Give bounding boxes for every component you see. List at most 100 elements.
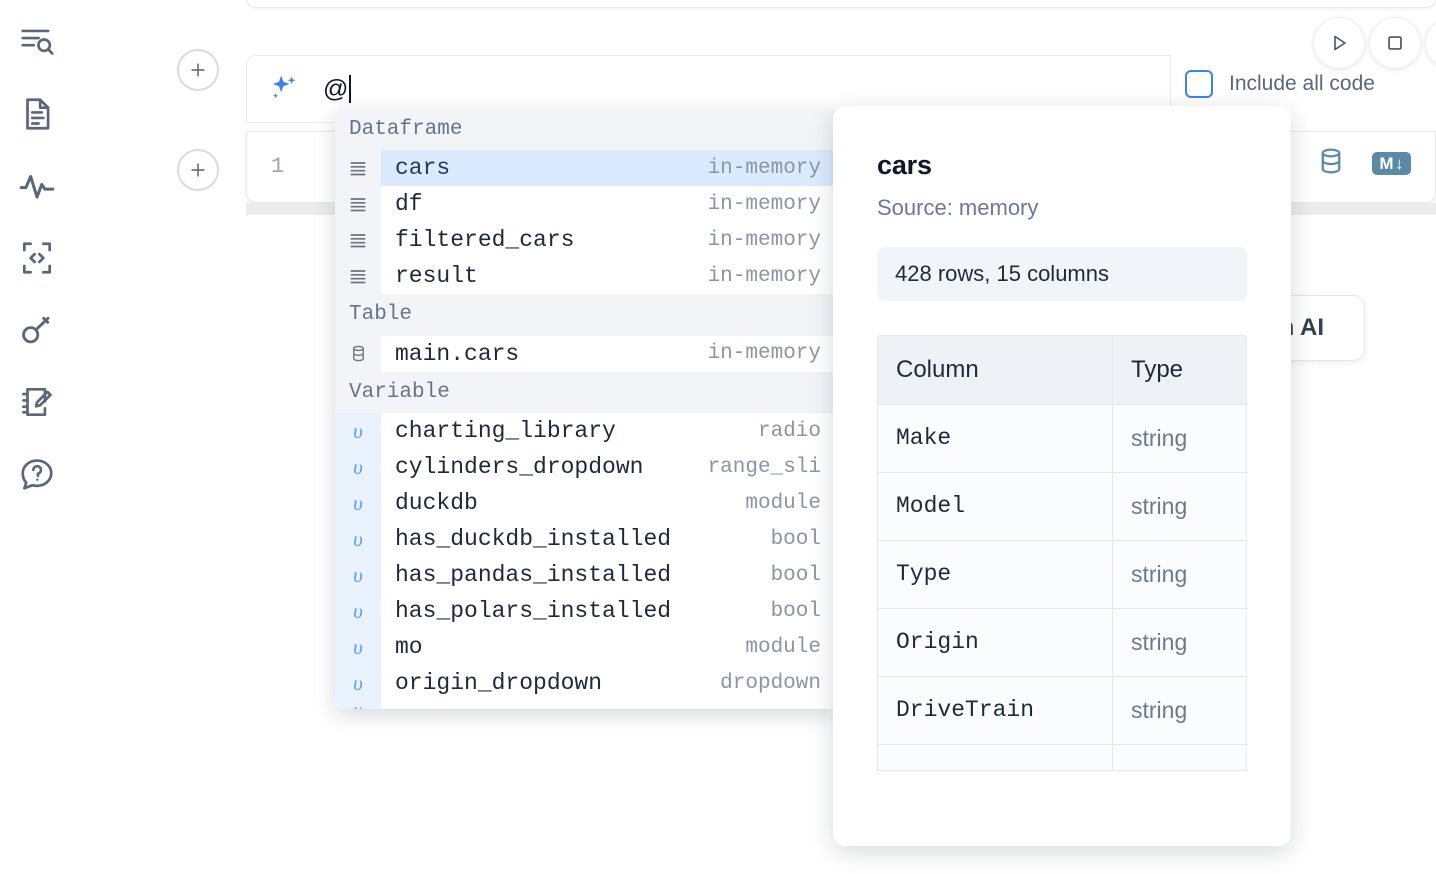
autocomplete-item-type: bool (770, 527, 821, 551)
variable-icon: υ (335, 629, 381, 666)
variable-icon: υ (335, 593, 381, 630)
autocomplete-item-partial[interactable]: υ (335, 701, 835, 709)
dataframe-rows-icon (335, 258, 381, 295)
doc-title: cars (877, 150, 932, 180)
explore-search-icon[interactable] (11, 16, 63, 68)
secrets-key-icon[interactable] (11, 304, 63, 356)
doc-column-name: Model (878, 473, 1113, 540)
doc-column-name: Origin (878, 609, 1113, 676)
autocomplete-item-type: module (745, 635, 821, 659)
text-caret (349, 75, 352, 103)
autocomplete-item[interactable]: cars in-memory (335, 150, 835, 187)
activity-pulse-icon[interactable] (11, 160, 63, 212)
autocomplete-item[interactable]: result in-memory (335, 258, 835, 295)
autocomplete-group-header: Variable (335, 371, 835, 414)
autocomplete-item-name: duckdb (395, 490, 478, 517)
dataframe-rows-icon (335, 186, 381, 223)
previous-cell (246, 0, 1436, 8)
autocomplete-item-type (808, 701, 835, 709)
doc-table-row: Model string (878, 473, 1246, 541)
doc-column-type: string (1131, 561, 1188, 587)
variable-icon: υ (335, 557, 381, 594)
autocomplete-item-type: dropdown (720, 671, 821, 695)
doc-column-type (1113, 745, 1246, 770)
doc-column-type: string (1131, 493, 1188, 519)
stop-button[interactable] (1369, 17, 1421, 69)
doc-column-type: string (1131, 697, 1188, 723)
doc-table-row: Type string (878, 541, 1246, 609)
dataframe-rows-icon (335, 222, 381, 259)
scratchpad-edit-icon[interactable] (11, 376, 63, 428)
add-cell-button-bottom[interactable] (177, 149, 219, 191)
autocomplete-item-name: mo (395, 634, 423, 661)
doc-column-name: Make (878, 405, 1113, 472)
variable-icon: υ (335, 521, 381, 558)
variable-icon: υ (335, 665, 381, 702)
variable-icon: υ (335, 449, 381, 486)
dataframe-rows-icon (335, 150, 381, 187)
autocomplete-item[interactable]: υ origin_dropdown dropdown (335, 665, 835, 702)
doc-table-row-partial (878, 745, 1246, 771)
help-chat-icon[interactable] (11, 448, 63, 500)
autocomplete-item-name: charting_library (395, 418, 616, 445)
ai-prompt-input[interactable]: @ (323, 75, 1170, 104)
autocomplete-item[interactable]: υ has_polars_installed bool (335, 593, 835, 630)
include-all-code-row[interactable]: Include all code (1185, 70, 1375, 98)
autocomplete-item-type: range_sli (707, 455, 821, 479)
notebook-file-icon[interactable] (11, 88, 63, 140)
doc-shape-badge: 428 rows, 15 columns (877, 247, 1247, 301)
doc-column-type: string (1131, 629, 1188, 655)
run-button[interactable] (1313, 17, 1365, 69)
autocomplete-item-name: origin_dropdown (395, 670, 603, 697)
database-icon (335, 335, 381, 372)
doc-column-name (878, 745, 1113, 770)
markdown-icon[interactable]: M↓ (1372, 152, 1411, 175)
autocomplete-item-type: in-memory (707, 342, 821, 366)
database-icon[interactable] (1316, 146, 1346, 181)
documentation-panel: cars Source: memory 428 rows, 15 columns… (833, 106, 1291, 846)
doc-table-header-cell: Column (878, 336, 1113, 404)
autocomplete-group-header: Dataframe (335, 109, 835, 151)
ai-prompt-value: @ (323, 74, 349, 103)
variable-icon: υ (335, 701, 381, 709)
autocomplete-item-type: in-memory (707, 264, 821, 288)
autocomplete-item-name (381, 701, 808, 709)
include-all-code-checkbox[interactable] (1185, 70, 1213, 98)
autocomplete-item-type: in-memory (707, 228, 821, 252)
autocomplete-item-name: main.cars (395, 340, 520, 367)
add-cell-button-top[interactable] (177, 49, 219, 91)
doc-table-header-cell: Type (1131, 356, 1184, 383)
autocomplete-item-name: has_polars_installed (395, 598, 672, 625)
doc-column-name: Type (878, 541, 1113, 608)
autocomplete-item-type: in-memory (707, 192, 821, 216)
more-actions-button[interactable] (1425, 17, 1436, 69)
doc-table-header-row: Column Type (878, 336, 1246, 405)
autocomplete-item-name: filtered_cars (395, 227, 575, 254)
autocomplete-item[interactable]: filtered_cars in-memory (335, 222, 835, 259)
doc-table-row: DriveTrain string (878, 677, 1246, 745)
autocomplete-item-type: in-memory (707, 156, 821, 180)
doc-column-name: DriveTrain (878, 677, 1113, 744)
autocomplete-item[interactable]: main.cars in-memory (335, 335, 835, 372)
doc-source: Source: memory (877, 195, 1039, 220)
include-all-code-label: Include all code (1229, 72, 1375, 95)
autocomplete-item-name: result (395, 263, 478, 290)
autocomplete-item-type: radio (757, 419, 821, 443)
snippets-code-icon[interactable] (11, 232, 63, 284)
autocomplete-item-name: cars (395, 155, 451, 182)
doc-table-row: Origin string (878, 609, 1246, 677)
autocomplete-item-type: bool (770, 599, 821, 623)
cell-toolbar: M↓ (1316, 146, 1411, 181)
autocomplete-group-header: Table (335, 294, 835, 336)
